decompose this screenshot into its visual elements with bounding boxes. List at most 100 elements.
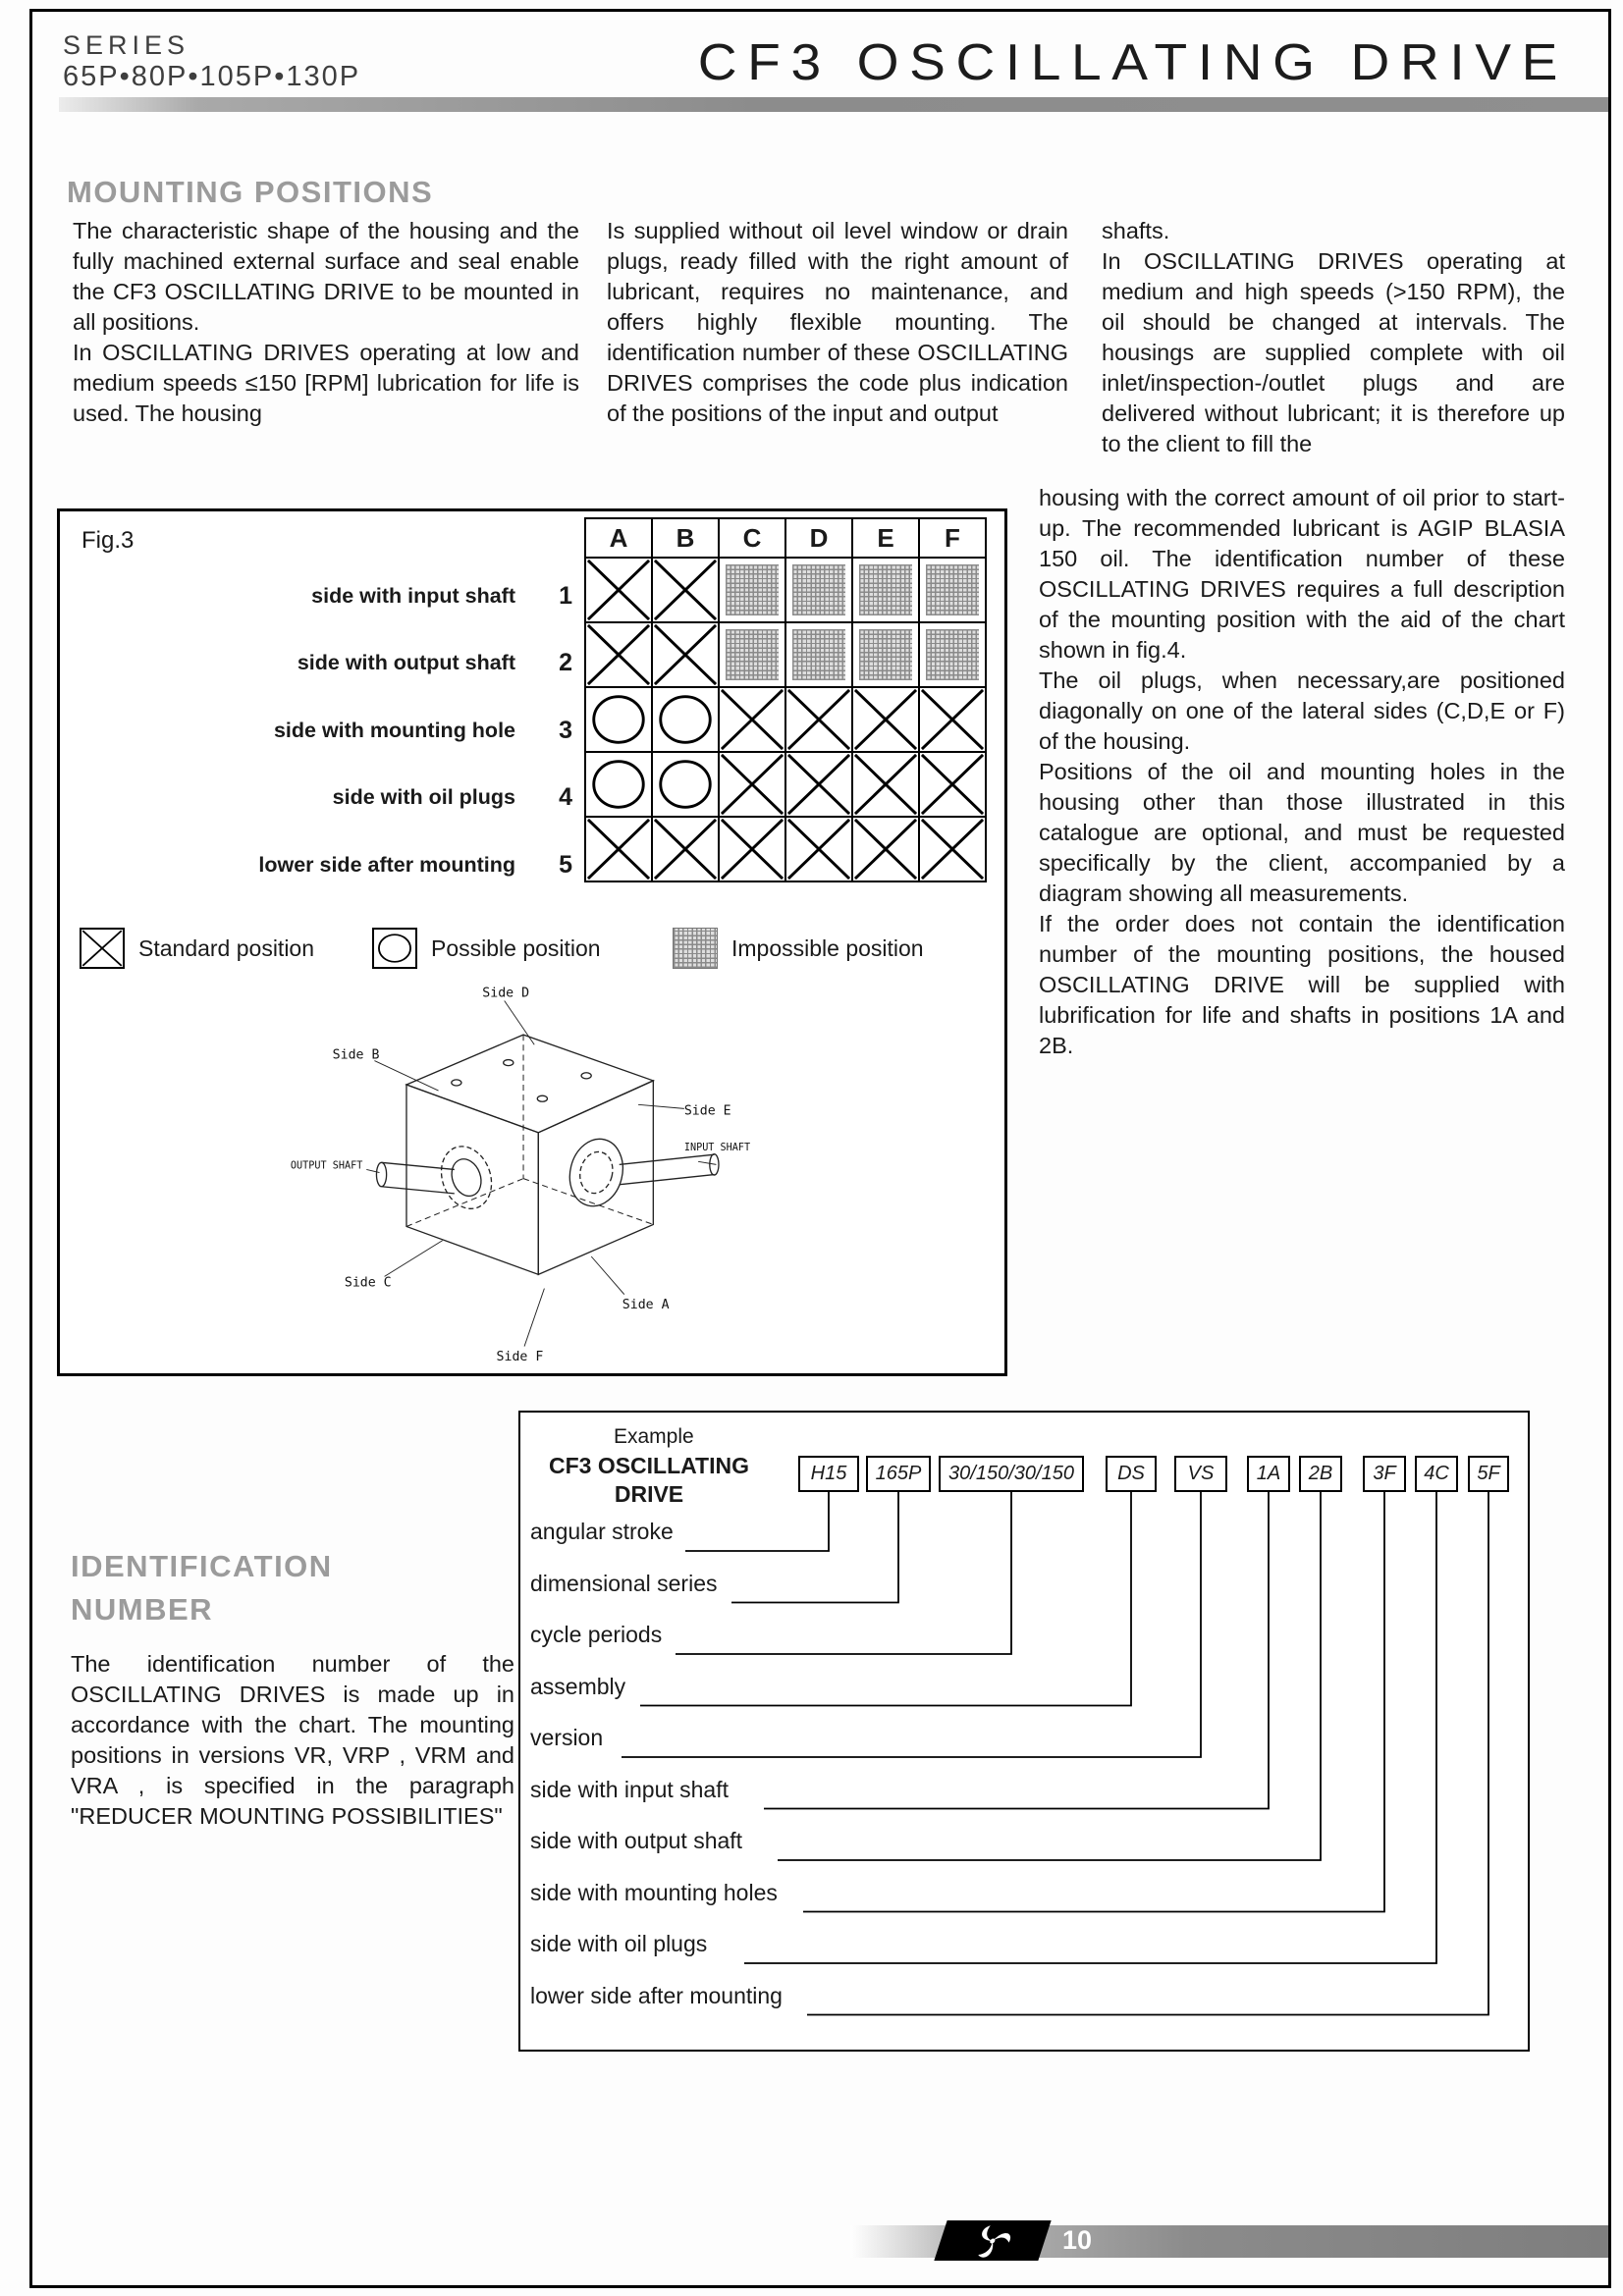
fig3-cell-2C-impossible — [718, 621, 786, 688]
side-e-label: Side E — [684, 1103, 731, 1118]
fig3-cell-2F-impossible — [918, 621, 987, 688]
fig3-cell-2B-standard — [651, 621, 720, 688]
fig3-row-label-2: side with output shaft — [297, 651, 515, 674]
identification-body-text: The identification number of the OSCILLA… — [71, 1651, 514, 1829]
fig3-row-label-4: side with oil plugs — [332, 785, 515, 809]
example-field-5: version — [530, 1725, 610, 1751]
standard-position-icon — [920, 818, 985, 881]
series-value: 65P•80P•105P•130P — [63, 61, 361, 92]
fig3-row-number-5: 5 — [559, 850, 572, 879]
legend-impossible: Impossible position — [673, 928, 924, 969]
possible-position-icon — [592, 760, 645, 809]
header-divider-bar — [59, 97, 1608, 112]
example-field-1: angular stroke — [530, 1519, 679, 1545]
example-leader-1 — [685, 1492, 830, 1552]
example-product-name: CF3 OSCILLATING DRIVE — [548, 1453, 749, 1507]
standard-position-icon — [80, 928, 125, 969]
example-leader-4 — [640, 1492, 1132, 1707]
fig3-column-B: B — [651, 517, 720, 559]
standard-position-icon — [720, 753, 784, 816]
fig3-cell-5E-standard — [851, 816, 920, 882]
fig3-column-C: C — [718, 517, 786, 559]
standard-position-icon — [653, 818, 718, 881]
page-title: CF3 OSCILLATING DRIVE — [697, 34, 1568, 91]
standard-position-icon — [720, 818, 784, 881]
example-field-4: assembly — [530, 1673, 632, 1700]
example-field-8: side with mounting holes — [530, 1879, 784, 1906]
fig3-cell-3C-standard — [718, 686, 786, 753]
fig3-row-label-3: side with mounting hole — [273, 718, 515, 742]
fig3-cell-3B-possible — [651, 686, 720, 753]
fig3-cell-1B-standard — [651, 557, 720, 623]
fig3-row-number-2: 2 — [559, 649, 572, 676]
fig3-cell-4B-possible — [651, 751, 720, 818]
possible-position-icon — [372, 928, 417, 969]
brand-logo-box — [934, 2220, 1052, 2261]
fig3-cell-4D-standard — [784, 751, 853, 818]
mounting-text-column-2: Is supplied without oil level window or … — [607, 218, 1068, 426]
fig3-row-number-4: 4 — [559, 783, 572, 811]
input-shaft-label: INPUT SHAFT — [684, 1143, 750, 1153]
possible-position-icon — [592, 695, 645, 744]
fig3-cell-5C-standard — [718, 816, 786, 882]
fig3-cell-1E-impossible — [851, 557, 920, 623]
fig3-cell-4E-standard — [851, 751, 920, 818]
standard-position-icon — [853, 818, 918, 881]
side-f-label: Side F — [497, 1350, 544, 1364]
standard-position-icon — [786, 818, 851, 881]
fig3-cell-3A-possible — [584, 686, 653, 753]
example-code-2: 165P — [866, 1456, 931, 1492]
example-code-6: 1A — [1247, 1456, 1290, 1492]
mounting-text-column-3: shafts. In OSCILLATING DRIVES operating … — [1102, 218, 1565, 456]
side-c-label: Side C — [345, 1276, 392, 1291]
mounting-text-column-1: The characteristic shape of the housing … — [73, 218, 579, 426]
impossible-position-icon — [926, 629, 979, 680]
fig3-cell-5F-standard — [918, 816, 987, 882]
fig3-column-A: A — [584, 517, 653, 559]
fig3-cell-5D-standard — [784, 816, 853, 882]
fig3-cell-3E-standard — [851, 686, 920, 753]
mounting-text-column-4: housing with the correct amount of oil p… — [1039, 485, 1565, 1058]
possible-position-icon — [659, 760, 712, 809]
standard-position-icon — [853, 688, 918, 751]
example-leader-7 — [778, 1492, 1322, 1861]
example-leader-lines — [622, 1492, 1489, 2016]
example-code-10: 5F — [1468, 1456, 1509, 1492]
standard-position-icon — [853, 753, 918, 816]
legend-possible-label: Possible position — [431, 934, 601, 961]
brand-logo-icon — [978, 2224, 1011, 2258]
example-code-8: 3F — [1363, 1456, 1406, 1492]
standard-position-icon — [586, 559, 651, 621]
legend-possible: Possible position — [372, 928, 601, 969]
example-code-7: 2B — [1299, 1456, 1342, 1492]
impossible-position-icon — [726, 629, 779, 680]
fig3-cell-2E-impossible — [851, 621, 920, 688]
impossible-position-icon — [926, 564, 979, 615]
standard-position-icon — [720, 688, 784, 751]
example-field-10: lower side after mounting — [530, 1982, 788, 2009]
example-field-3: cycle periods — [530, 1622, 669, 1648]
fig3-cell-5B-standard — [651, 816, 720, 882]
standard-position-icon — [653, 623, 718, 686]
example-leader-3 — [676, 1492, 1012, 1655]
fig3-cell-5A-standard — [584, 816, 653, 882]
fig3-cell-3F-standard — [918, 686, 987, 753]
example-leader-5 — [622, 1492, 1202, 1758]
fig3-cell-1C-impossible — [718, 557, 786, 623]
mounting-positions-heading: MOUNTING POSITIONS — [67, 175, 434, 209]
example-leader-8 — [803, 1492, 1385, 1913]
standard-position-icon — [786, 688, 851, 751]
impossible-position-icon — [673, 928, 718, 969]
example-code-9: 4C — [1415, 1456, 1458, 1492]
fig3-row-number-1: 1 — [559, 581, 572, 610]
fig3-cell-1D-impossible — [784, 557, 853, 623]
fig3-row-label-1: side with input shaft — [311, 583, 515, 608]
identification-number-heading: IDENTIFICATION NUMBER — [71, 1549, 333, 1627]
example-leader-9 — [744, 1492, 1437, 1964]
series-label: SERIES — [63, 30, 190, 60]
example-code-4: DS — [1106, 1456, 1157, 1492]
fig3-cell-1A-standard — [584, 557, 653, 623]
example-code-1: H15 — [798, 1456, 859, 1492]
